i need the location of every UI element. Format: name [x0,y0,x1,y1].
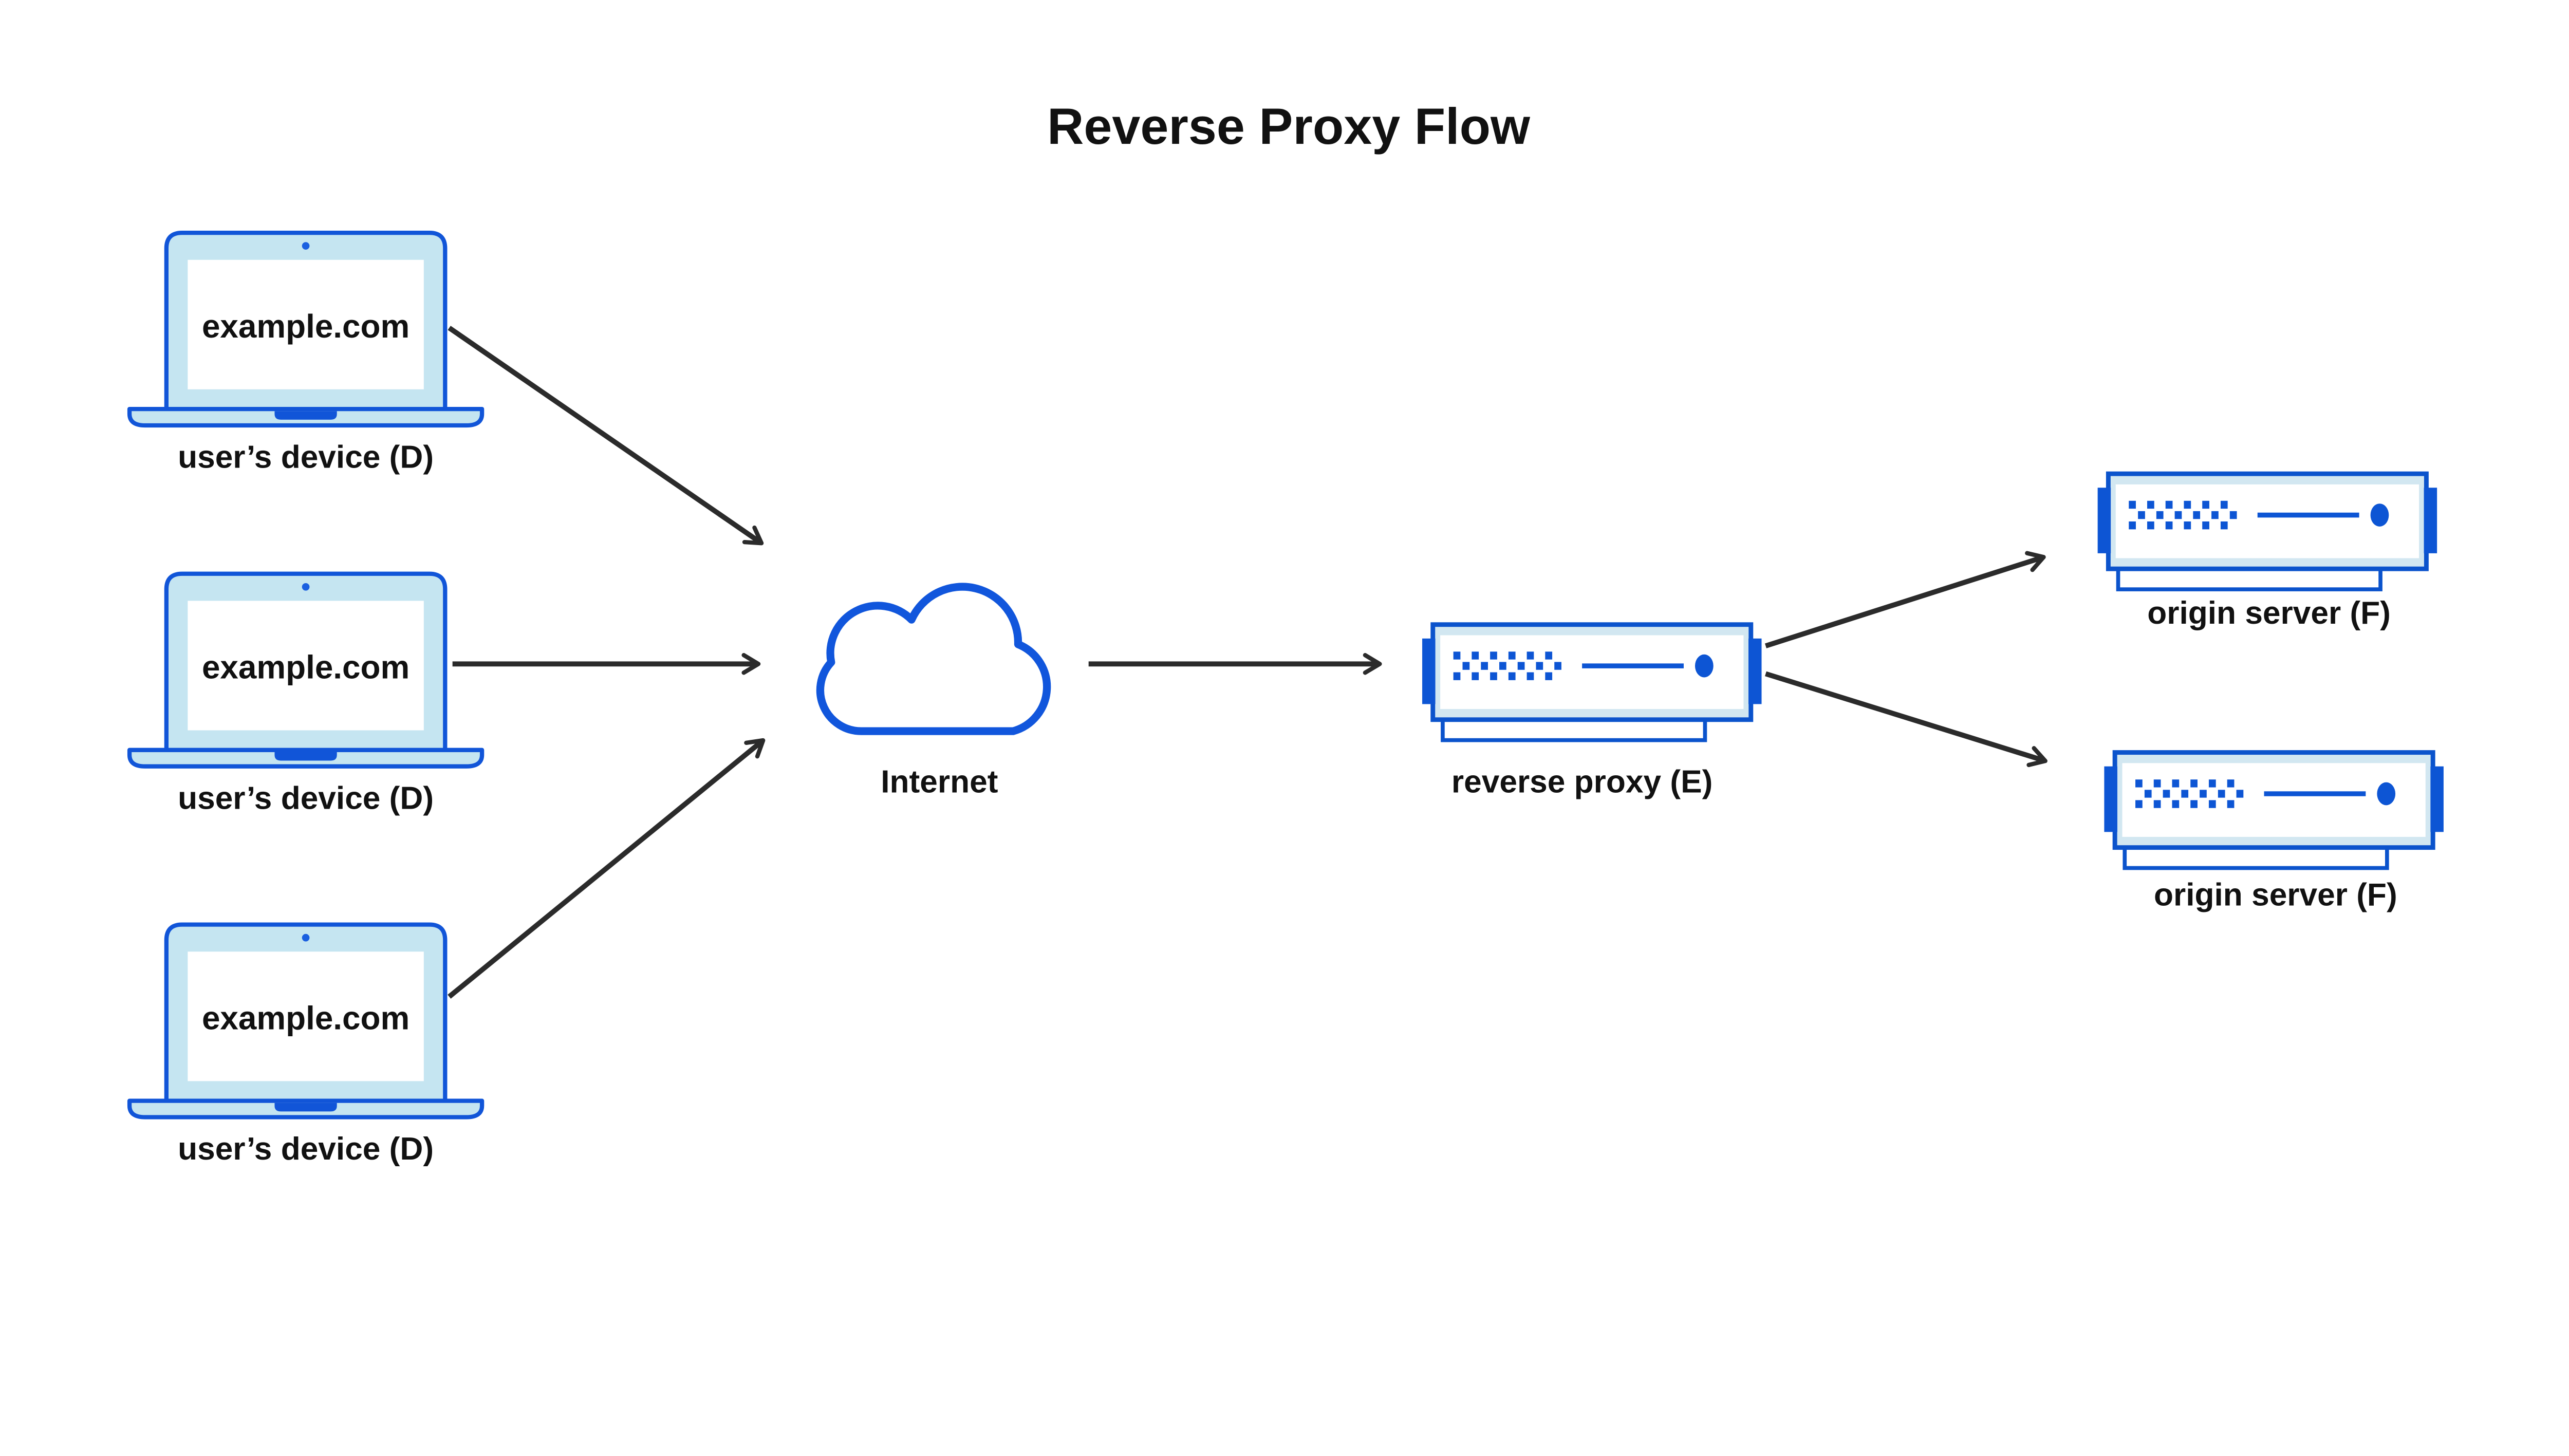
internet-node: Internet [816,583,1051,800]
server-base [2123,845,2389,870]
device-label: user’s device (D) [178,440,434,475]
reverse-proxy-node: reverse proxy (E) [1422,622,1762,800]
server-icon [2097,471,2437,591]
server-icon [2104,750,2444,870]
laptop-base-notch [274,1103,337,1112]
server-tab-right [2430,766,2444,832]
server-base [1441,717,1707,742]
user-device-3: example.com user’s device (D) [127,922,485,1167]
server-leds-icon [1453,651,1561,680]
server-panel [2115,484,2419,558]
device-label: user’s device (D) [178,780,434,816]
cloud-icon [816,583,1051,735]
user-device-1: example.com user’s device (D) [127,230,485,475]
server-tab-right [1748,638,1762,704]
server-leds-icon [2129,500,2237,530]
screen-url-text: example.com [202,308,409,345]
server-base [2116,567,2382,591]
arrow-device3-to-internet [448,738,766,999]
server-panel [1440,635,1744,710]
arrow-proxy-to-origin2 [1765,671,2047,768]
arrow-device1-to-internet [448,326,764,546]
proxy-label: reverse proxy (E) [1451,764,1712,800]
page-title: Reverse Proxy Flow [1047,98,1531,155]
screen-url-text: example.com [202,649,409,686]
reverse-proxy-flow-diagram: Reverse Proxy Flow example.com user’s de… [127,98,2444,1167]
device-label: user’s device (D) [178,1131,434,1167]
server-panel [2122,763,2426,837]
screen-url-text: example.com [202,999,409,1036]
origin-server-1: origin server (F) [2097,471,2437,631]
flow-arrows [448,326,2047,999]
server-icon [1422,622,1762,742]
laptop-screen [188,259,424,389]
webcam-icon [302,934,310,942]
server-tab-right [2424,488,2437,553]
laptop-base-notch [274,411,337,420]
server-leds-icon [2135,779,2244,808]
server-tab-left [1422,638,1436,704]
arrow-proxy-to-origin1 [1764,551,2046,648]
server-power-dot [1695,654,1714,678]
server-tab-left [2097,488,2111,553]
origin-label: origin server (F) [2147,595,2391,631]
server-tab-left [2104,766,2117,832]
webcam-icon [302,583,310,591]
server-power-dot [2370,503,2389,527]
internet-label: Internet [881,764,998,800]
server-power-dot [2377,782,2396,806]
laptop-screen [188,951,424,1081]
origin-server-2: origin server (F) [2104,750,2444,913]
laptop-screen [188,601,424,731]
laptop-base-notch [274,752,337,761]
diagram-canvas: Reverse Proxy Flow example.com user’s de… [127,98,2444,1167]
origin-label: origin server (F) [2154,878,2397,913]
user-device-2: example.com user’s device (D) [127,571,485,816]
webcam-icon [302,242,310,250]
